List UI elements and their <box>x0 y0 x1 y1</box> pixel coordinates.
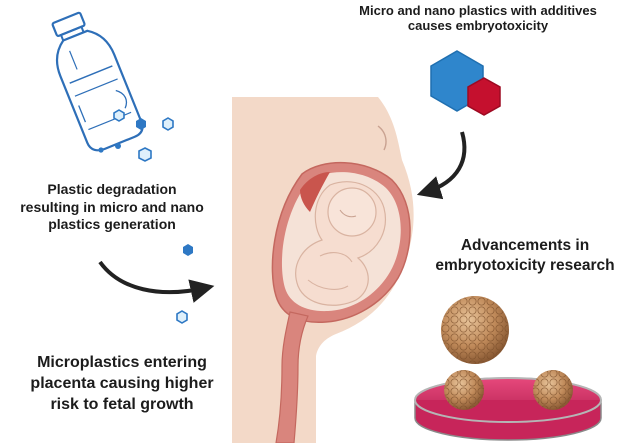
embryo-sphere-icon <box>441 296 573 410</box>
pregnant-uterus-icon <box>232 97 414 443</box>
arrow-degradation-to-uterus <box>98 260 215 303</box>
additives-label: Micro and nano plastics with additives c… <box>359 3 597 34</box>
degradation-label: Plastic degradation resulting in micro a… <box>20 181 204 232</box>
plastic-bottle-icon <box>51 11 144 152</box>
advancements-label: Advancements in embryotoxicity research <box>435 237 615 275</box>
arrow-additives-to-uterus <box>416 131 467 200</box>
hexagon-additive-icon <box>430 50 501 116</box>
petri-dish-icon <box>414 377 602 441</box>
placenta-label: Microplastics entering placenta causing … <box>30 354 214 413</box>
